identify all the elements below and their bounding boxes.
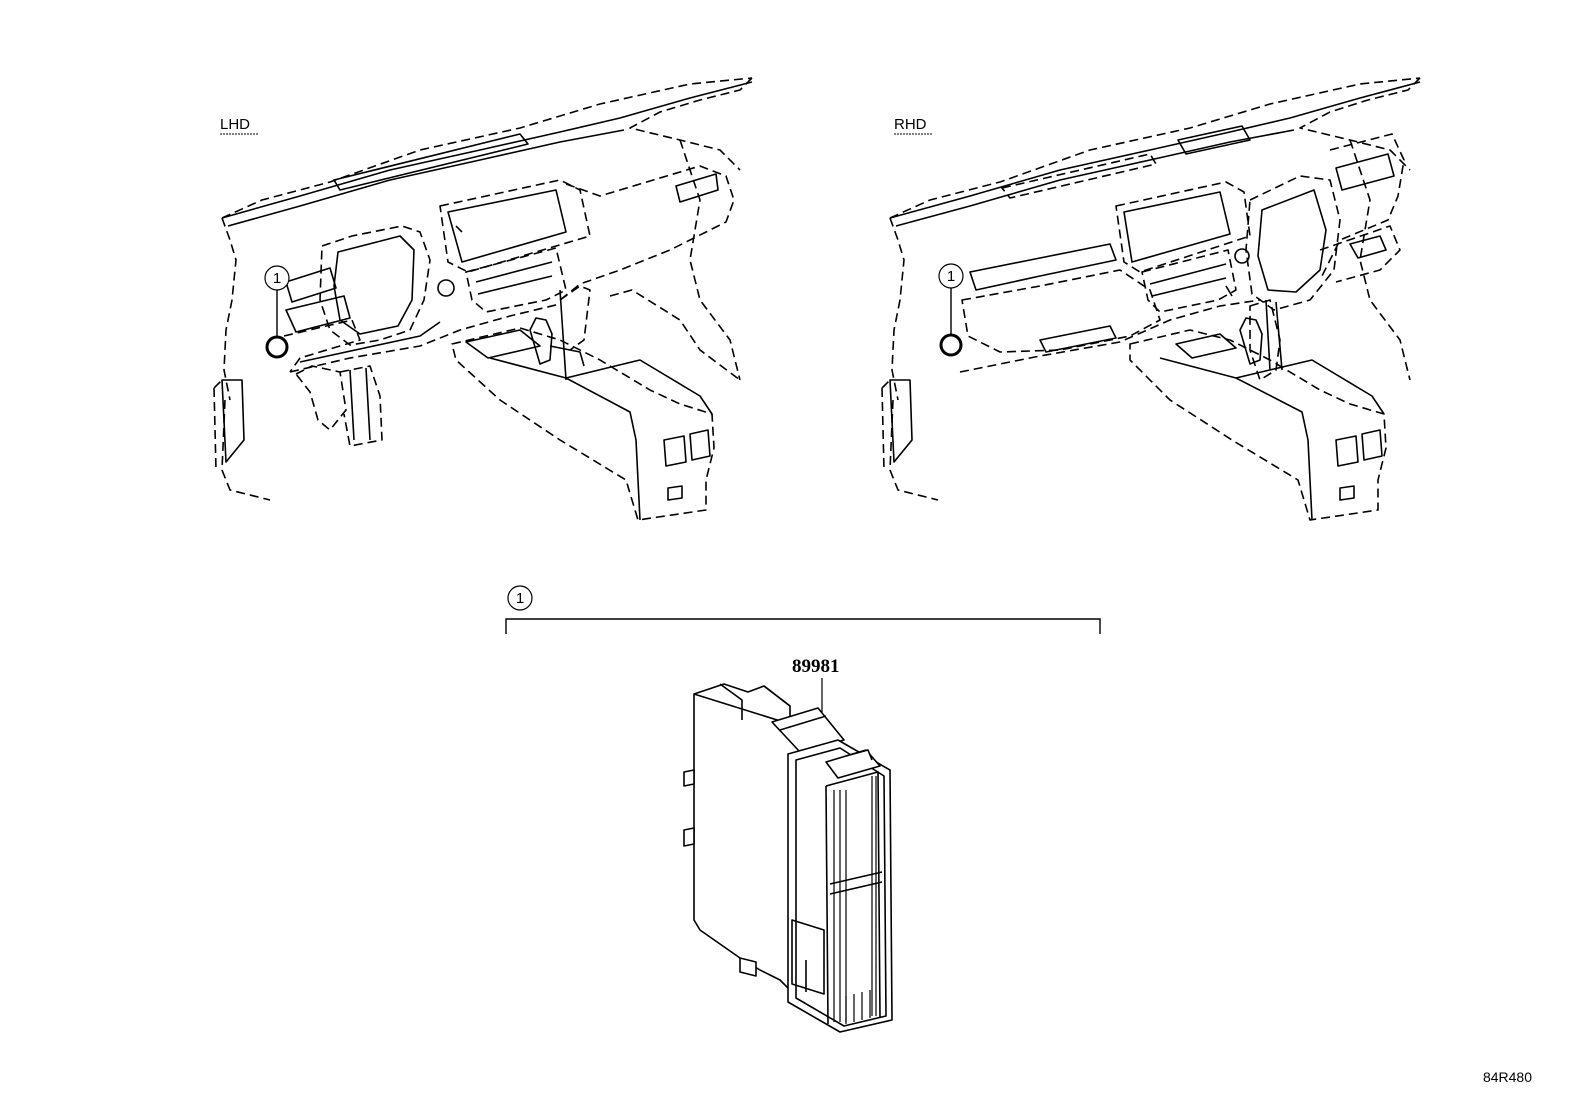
rhd-label: RHD <box>894 116 927 133</box>
ecu-module-illustration[interactable] <box>683 683 893 1033</box>
rhd-location-marker <box>939 333 963 357</box>
rhd-callout-number: 1 <box>947 268 955 285</box>
lhd-location-marker <box>265 335 289 359</box>
group-callout-circle <box>507 585 533 611</box>
group-bracket-line <box>505 618 1101 634</box>
part-number-label[interactable]: 89981 <box>792 656 840 677</box>
rhd-dashboard-illustration <box>881 77 1421 521</box>
lhd-dashboard-illustration <box>213 77 753 521</box>
rhd-callout[interactable]: 1 <box>938 263 964 357</box>
illustration-code: 84R480 <box>1483 1069 1532 1085</box>
lhd-label: LHD <box>220 116 250 133</box>
group-bracket: 1 <box>505 585 1101 634</box>
lhd-callout-number: 1 <box>273 270 281 287</box>
lhd-callout[interactable]: 1 <box>264 265 290 359</box>
group-callout-number: 1 <box>516 590 524 607</box>
